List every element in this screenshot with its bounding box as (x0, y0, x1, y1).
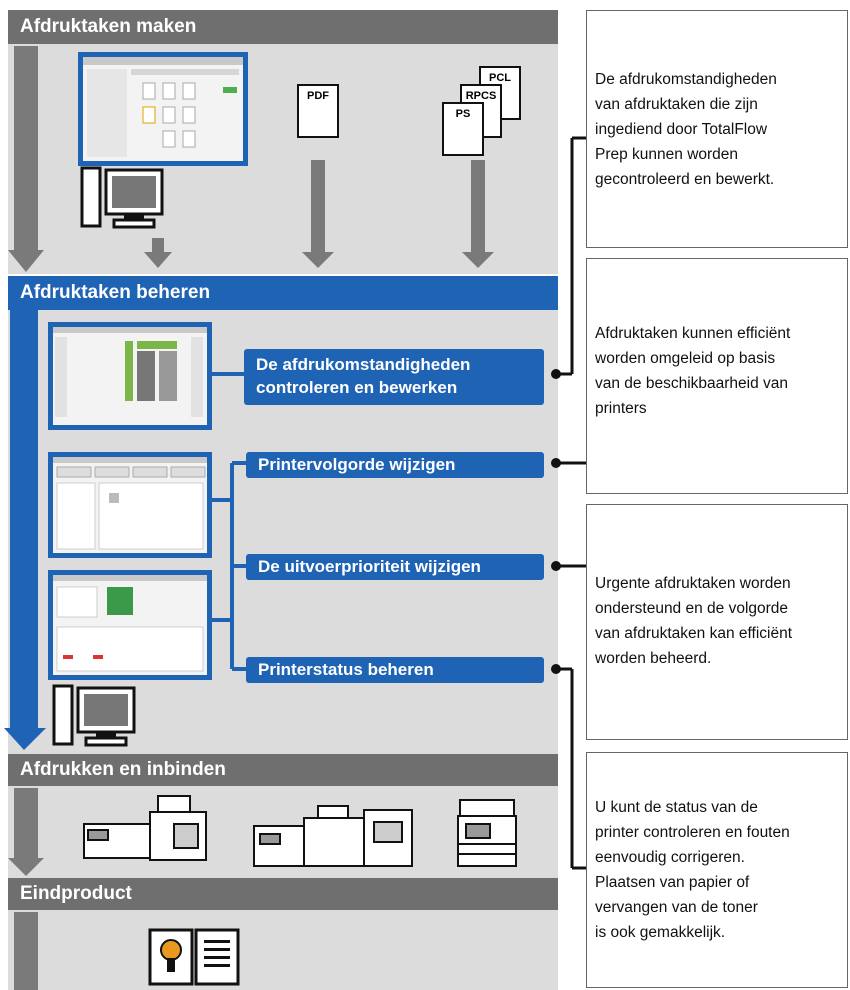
section-header-make: Afdruktaken maken (8, 10, 558, 44)
function-tree-lines (212, 136, 586, 870)
output-priority-label: De uitvoerprioriteit wijzigen (246, 554, 544, 580)
printer-status-label: Printerstatus beheren (246, 657, 544, 683)
book-icon (148, 928, 240, 986)
section-header-print: Afdrukken en inbinden (8, 754, 558, 786)
production-printer-icon (457, 799, 517, 867)
note-status: U kunt de status van de printer controle… (586, 752, 848, 988)
printer-order-label: Printervolgorde wijzigen (246, 452, 544, 478)
edit-conditions-screenshot (48, 322, 212, 430)
prep-screen-content (83, 57, 243, 157)
ps-document-icon: PS (442, 102, 484, 156)
note-priority: Urgente afdruktaken worden ondersteund e… (586, 504, 848, 740)
check-edit-conditions-label: De afdrukomstandigheden controleren en b… (244, 349, 544, 405)
gray-flow-arrow-make (8, 46, 44, 272)
note-text: U kunt de status van de printer controle… (595, 799, 790, 941)
gray-flow-arrow-print (8, 788, 44, 876)
production-printer-icon (253, 805, 413, 867)
note-check-edit: De afdrukomstandigheden van afdruktaken … (586, 10, 848, 248)
pdf-document-icon: PDF (297, 84, 339, 138)
prep-screenshot (78, 52, 248, 166)
blue-flow-arrow-manage (4, 310, 46, 750)
priority-screenshot (48, 570, 212, 680)
note-text: Urgente afdruktaken worden ondersteund e… (595, 575, 793, 667)
section-header-product: Eindproduct (8, 878, 558, 910)
note-text: De afdrukomstandigheden van afdruktaken … (595, 70, 777, 188)
note-text: Afdruktaken kunnen efficiënt worden omge… (595, 325, 791, 417)
note-redirect: Afdruktaken kunnen efficiënt worden omge… (586, 258, 848, 494)
monitor-pc-icon (80, 166, 164, 229)
monitor-pc-icon (52, 684, 136, 747)
arrow-down-icon (144, 160, 494, 268)
printer-order-screenshot (48, 452, 212, 558)
section-header-manage: Afdruktaken beheren (8, 276, 558, 310)
production-printer-icon (83, 795, 207, 861)
gray-flow-bar-product (14, 912, 38, 990)
flow-arrows (4, 46, 494, 990)
